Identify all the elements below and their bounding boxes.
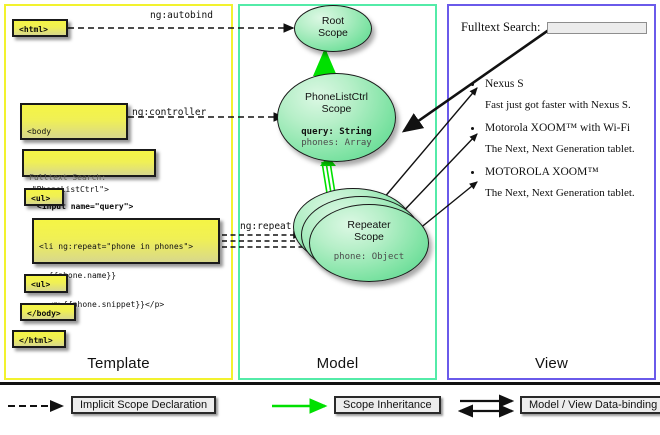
root-scope-title-2: Scope — [318, 27, 348, 39]
bullet-icon — [471, 171, 474, 174]
html-open-tag-text: <html> — [19, 25, 48, 34]
legend-arrow-layer — [8, 394, 515, 418]
repeater-scope-title-1: Repeater — [347, 219, 391, 231]
legend-implicit-scope-declaration: Implicit Scope Declaration — [71, 396, 217, 414]
edge-databinding-repeater-to-item-1 — [371, 87, 478, 213]
column-model: Model — [238, 4, 437, 380]
view-item-snippet: The Next, Next Generation tablet. — [485, 187, 635, 199]
view-item-name: Nexus S — [485, 78, 524, 90]
html-open-tag-box: <html> — [12, 19, 68, 37]
edge-label-ng-autobind: ng:autobind — [150, 10, 213, 21]
view-list-item[interactable]: Nexus S Fast just got faster with Nexus … — [471, 78, 653, 112]
edge-label-ng-controller: ng:controller — [132, 107, 207, 118]
column-view: View — [447, 4, 656, 380]
legend-divider — [0, 382, 660, 385]
bullet-icon — [471, 83, 474, 86]
view-search-input[interactable] — [546, 21, 647, 34]
view-item-name: Motorola XOOM™ with Wi-Fi — [485, 122, 631, 134]
view-search-row: Fulltext Search: — [461, 20, 647, 35]
fulltext-search-label: Fulltext Search: — [29, 173, 107, 183]
ul-open-tag-text: <ul> — [31, 194, 51, 203]
phone-list-ctrl-scope-prop-query: query: String — [301, 127, 372, 137]
repeater-scope: Repeater Scope phone: Object — [309, 204, 429, 282]
view-pane: Fulltext Search: Nexus S Fast just got f… — [449, 6, 654, 378]
legend-model-view-data-binding-label: Model / View Data-binding — [520, 396, 660, 414]
phone-list-ctrl-scope-title-1: PhoneListCtrl — [304, 91, 369, 103]
fulltext-search-box: Fulltext Search: <input name="query"> — [22, 149, 156, 211]
repeater-scope-prop-phone: phone: Object — [333, 252, 405, 262]
body-tag-line-1: <body — [27, 127, 52, 137]
phone-list-ctrl-scope-title-2: Scope — [321, 103, 352, 115]
legend: Implicit Scope Declaration Scope Inherit… — [0, 388, 660, 435]
ul-close-tag-box: <ul> — [24, 274, 68, 293]
ul-close-tag-text: <ul> — [31, 280, 51, 289]
root-scope-title-1: Root — [321, 15, 345, 27]
fulltext-search-input-markup: <input name="query"> — [37, 201, 134, 211]
li-repeat-box: <li ng:repeat="phone in phones"> {{phone… — [32, 218, 220, 338]
legend-scope-inheritance: Scope Inheritance — [334, 396, 441, 414]
body-close-tag-box: </body> — [20, 303, 76, 321]
view-item-name: MOTOROLA XOOM™ — [485, 166, 599, 178]
view-list-item[interactable]: MOTOROLA XOOM™ The Next, Next Generation… — [471, 166, 653, 200]
view-item-snippet: The Next, Next Generation tablet. — [485, 143, 635, 155]
bullet-icon — [471, 127, 474, 130]
column-label-template: Template — [87, 355, 150, 372]
html-close-tag-text: </html> — [19, 336, 53, 345]
column-label-view: View — [534, 355, 569, 372]
edge-databinding-repeater-to-item-2 — [394, 133, 478, 221]
view-item-snippet: Fast just got faster with Nexus S. — [485, 99, 631, 111]
body-close-tag-text: </body> — [27, 309, 61, 318]
html-close-tag-box: </html> — [12, 330, 66, 348]
ul-open-tag-box: <ul> — [24, 188, 64, 206]
legend-model-view-data-binding: Model / View Data-binding — [520, 396, 660, 414]
li-repeat-line-2: {{phone.name}} — [39, 270, 117, 280]
view-phone-list: Nexus S Fast just got faster with Nexus … — [471, 78, 653, 210]
repeater-scope-title-2: Scope — [354, 231, 384, 243]
li-repeat-line-1: <li ng:repeat="phone in phones"> — [39, 242, 194, 252]
edge-databinding-query-to-search — [401, 25, 554, 133]
phone-list-ctrl-scope: PhoneListCtrl Scope query: String phones… — [277, 73, 396, 162]
column-label-model: Model — [316, 355, 359, 372]
body-tag-line-3: "PhoneListCtrl"> — [27, 184, 109, 194]
legend-implicit-scope-declaration-label: Implicit Scope Declaration — [71, 396, 217, 414]
edge-label-ng-repeat: ng:repeat — [240, 221, 292, 232]
legend-scope-inheritance-label: Scope Inheritance — [334, 396, 441, 414]
view-list-item[interactable]: Motorola XOOM™ with Wi-Fi The Next, Next… — [471, 122, 653, 156]
phone-list-ctrl-scope-prop-phones: phones: Array — [301, 138, 372, 148]
view-search-label: Fulltext Search: — [461, 20, 541, 34]
root-scope: Root Scope — [294, 5, 372, 52]
body-open-tag-box: <body ng:controller= "PhoneListCtrl"> — [20, 103, 128, 194]
li-repeat-line-3: <p>{{phone.snippet}}</p> — [39, 299, 165, 309]
